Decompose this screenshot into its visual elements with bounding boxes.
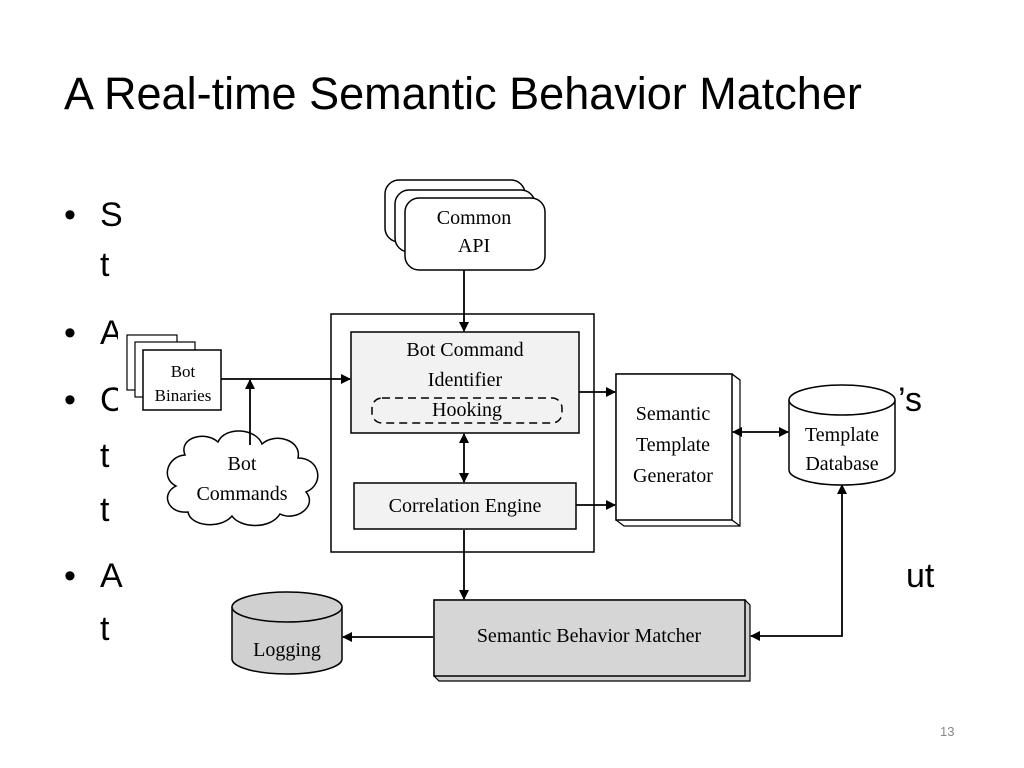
bot-binaries-label-line-2: Binaries	[155, 386, 212, 405]
logging-node: Logging	[231, 591, 343, 675]
semantic-template-generator-box	[615, 373, 733, 521]
bot-commands-cloud-shape	[166, 430, 319, 527]
common-api-label-line-2: API	[458, 235, 490, 257]
hooking-dashed-box	[371, 397, 563, 424]
bullet-2-line-1: A	[100, 314, 123, 352]
bullet-4-line-2: t	[100, 610, 110, 648]
logging-label: Logging	[253, 639, 321, 661]
correlation-engine-box	[353, 482, 577, 530]
correlation-engine-node: Correlation Engine	[353, 482, 577, 530]
bot-binaries-node: Bot Binaries	[126, 334, 222, 411]
bullet-1-line-2: t	[100, 246, 110, 284]
bullet-dot-4: •	[64, 557, 76, 595]
bot-commands-node: Bot Commands	[166, 430, 319, 527]
template-database-label-line-1: Template	[805, 424, 879, 446]
common-api-node: Common API	[384, 179, 546, 271]
common-api-stack-front	[404, 197, 546, 271]
template-database-node: Template Database	[788, 384, 896, 486]
bullet-3-line-1-right: ’s	[898, 381, 922, 419]
logging-cylinder-top	[231, 591, 343, 623]
slide-title: A Real-time Semantic Behavior Matcher	[64, 68, 862, 119]
bot-command-identifier-line-2: Identifier	[428, 369, 503, 391]
semantic-template-generator-edge-1	[731, 373, 741, 381]
bullet-dot-3: •	[64, 381, 76, 419]
bot-commands-label-line-2: Commands	[196, 483, 287, 505]
connectors	[221, 270, 847, 642]
arrow-database-to-matcher	[750, 484, 847, 641]
bot-binaries-stack-front	[142, 349, 222, 411]
bullet-dot-2: •	[64, 314, 76, 352]
semantic-behavior-matcher-node: Semantic Behavior Matcher	[433, 599, 751, 682]
semantic-template-generator-line-3: Generator	[633, 465, 713, 487]
semantic-behavior-matcher-label: Semantic Behavior Matcher	[477, 625, 702, 647]
bot-command-identifier-box	[350, 331, 580, 434]
bot-command-container	[330, 313, 595, 553]
bot-command-identifier-node: Bot Command Identifier Hooking	[350, 331, 580, 434]
semantic-template-generator-line-2: Template	[636, 434, 710, 456]
bot-commands-label-line-1: Bot	[228, 453, 257, 475]
bot-command-identifier-line-1: Bot Command	[406, 339, 523, 361]
template-database-cylinder-top	[788, 384, 896, 416]
logging-cylinder-body	[231, 607, 343, 675]
semantic-behavior-matcher-box	[433, 599, 746, 677]
bot-binaries-label-line-1: Bot	[171, 362, 196, 381]
bullet-3-line-3: t	[100, 491, 110, 529]
bullet-3-line-2: t	[100, 437, 110, 475]
template-database-label-line-2: Database	[805, 453, 878, 475]
bullet-4-line-1: A	[100, 557, 123, 595]
semantic-template-generator-node: Semantic Template Generator	[615, 373, 741, 527]
bullet-4-line-1-right: ut	[906, 557, 935, 595]
bullet-dot-1: •	[64, 196, 76, 234]
semantic-template-generator-line-1: Semantic	[636, 403, 711, 425]
semantic-template-generator-edge-2	[731, 519, 741, 527]
page-number: 13	[940, 724, 955, 739]
common-api-label-line-1: Common	[437, 207, 511, 229]
correlation-engine-label: Correlation Engine	[389, 495, 542, 517]
bullet-1-line-1: S	[100, 196, 123, 234]
hooking-label: Hooking	[432, 399, 502, 421]
